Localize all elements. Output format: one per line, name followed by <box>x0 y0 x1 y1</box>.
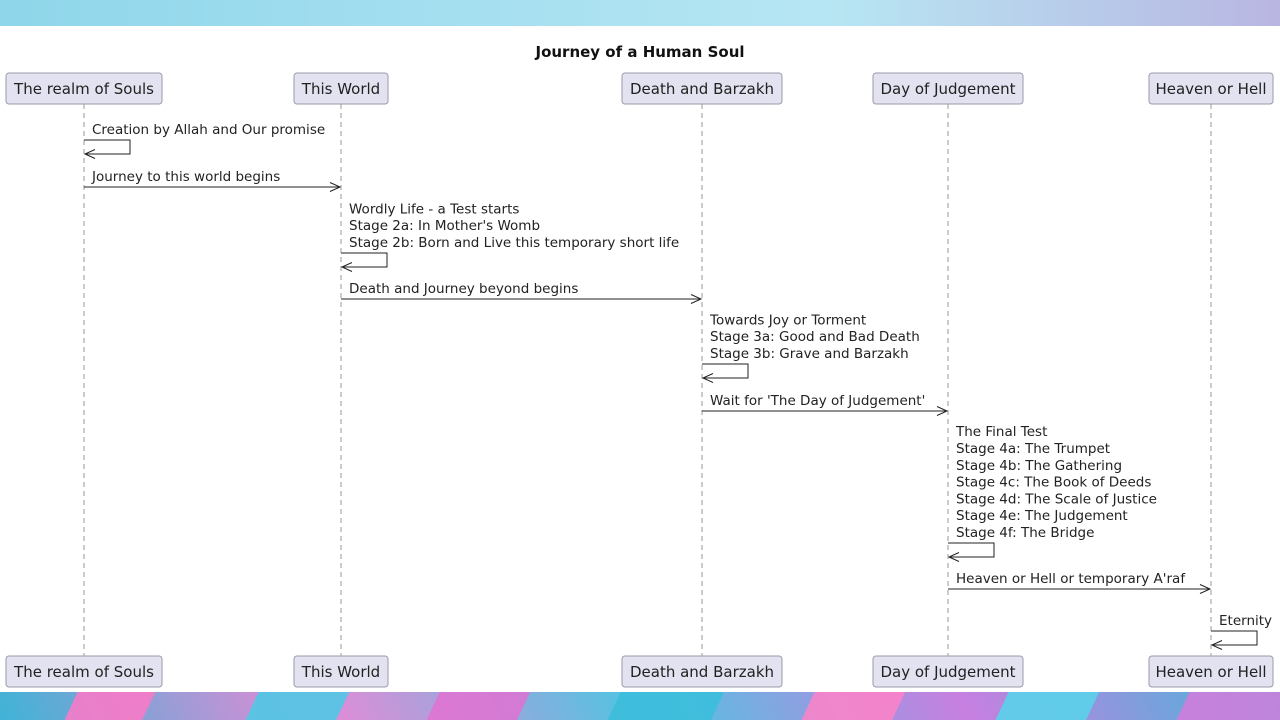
participant-top-4: Heaven or Hell <box>1148 72 1274 105</box>
message-label: Stage 4b: The Gathering <box>956 458 1122 474</box>
message-7: Heaven or Hell or temporary A'raf <box>948 571 1212 594</box>
sequence-diagram: Journey of a Human Soul The realm of Sou… <box>5 43 1274 688</box>
participant-top-0: The realm of Souls <box>5 72 163 105</box>
participant-bottom-2: Death and Barzakh <box>621 655 783 688</box>
message-3: Death and Journey beyond begins <box>341 281 703 304</box>
message-4: Towards Joy or Torment Stage 3a: Good an… <box>701 312 920 383</box>
diagram-title: Journey of a Human Soul <box>534 43 744 61</box>
self-message-arrow <box>1211 630 1258 646</box>
arrow-head <box>329 182 342 192</box>
self-message-arrow <box>948 542 995 558</box>
message-label: Eternity <box>1219 613 1272 629</box>
participant-top-1: This World <box>293 72 389 105</box>
participant-top-2: Death and Barzakh <box>621 72 783 105</box>
participant-bottom-1: This World <box>293 655 389 688</box>
arrow-head <box>701 373 714 383</box>
participant-label: The realm of Souls <box>13 80 154 98</box>
bottom-decorative-banner <box>0 692 1280 720</box>
participant-label: Day of Judgement <box>880 663 1015 681</box>
message-2: Wordly Life - a Test starts Stage 2a: In… <box>340 201 679 272</box>
arrow-head <box>1199 584 1212 594</box>
message-label: Stage 2b: Born and Live this temporary s… <box>349 235 679 251</box>
participant-top-3: Day of Judgement <box>872 72 1024 105</box>
participant-label: Death and Barzakh <box>630 663 774 681</box>
message-label: Towards Joy or Torment <box>709 312 866 328</box>
message-label: Wordly Life - a Test starts <box>349 201 519 217</box>
participant-box <box>872 655 1024 688</box>
message-label: Stage 4c: The Book of Deeds <box>956 475 1151 491</box>
message-label: Stage 4a: The Trumpet <box>956 441 1110 457</box>
participant-label: Death and Barzakh <box>630 80 774 98</box>
message-6: The Final Test Stage 4a: The Trumpet Sta… <box>947 424 1157 562</box>
message-label: Wait for 'The Day of Judgement' <box>710 393 925 409</box>
participant-box <box>1148 72 1274 105</box>
message-label: The Final Test <box>955 424 1047 440</box>
arrow-head <box>690 294 703 304</box>
self-message-arrow <box>341 252 388 268</box>
message-0: Creation by Allah and Our promise <box>83 122 325 159</box>
participant-box <box>872 72 1024 105</box>
message-label: Stage 3b: Grave and Barzakh <box>710 346 909 362</box>
participant-label: The realm of Souls <box>13 663 154 681</box>
participant-box <box>1148 655 1274 688</box>
participant-label: This World <box>301 663 380 681</box>
top-decorative-banner <box>0 0 1280 26</box>
participant-box <box>5 72 163 105</box>
message-8: Eternity <box>1210 613 1272 650</box>
message-label: Journey to this world begins <box>91 169 280 185</box>
message-5: Wait for 'The Day of Judgement' <box>702 393 949 416</box>
message-label: Creation by Allah and Our promise <box>92 122 325 138</box>
participant-box <box>621 72 783 105</box>
message-label: Heaven or Hell or temporary A'raf <box>956 571 1186 587</box>
message-label: Stage 3a: Good and Bad Death <box>710 329 920 345</box>
participant-bottom-0: The realm of Souls <box>5 655 163 688</box>
arrow-head <box>936 406 949 416</box>
message-label: Stage 4e: The Judgement <box>956 508 1128 524</box>
participant-label: Heaven or Hell <box>1155 80 1266 98</box>
participant-label: Heaven or Hell <box>1155 663 1266 681</box>
self-message-arrow <box>702 363 749 379</box>
arrow-head <box>947 552 960 562</box>
message-1: Journey to this world begins <box>84 169 342 192</box>
participant-label: Day of Judgement <box>880 80 1015 98</box>
participant-label: This World <box>301 80 380 98</box>
participant-box <box>5 655 163 688</box>
message-label: Death and Journey beyond begins <box>349 281 578 297</box>
participant-bottom-4: Heaven or Hell <box>1148 655 1274 688</box>
participant-box <box>293 72 389 105</box>
arrow-head <box>83 149 96 159</box>
message-label: Stage 2a: In Mother's Womb <box>349 218 540 234</box>
self-message-arrow <box>84 139 131 155</box>
arrow-head <box>340 262 353 272</box>
participant-box <box>293 655 389 688</box>
message-label: Stage 4f: The Bridge <box>956 525 1094 541</box>
message-label: Stage 4d: The Scale of Justice <box>956 491 1157 507</box>
participant-bottom-3: Day of Judgement <box>872 655 1024 688</box>
participant-box <box>621 655 783 688</box>
arrow-head <box>1210 640 1223 650</box>
